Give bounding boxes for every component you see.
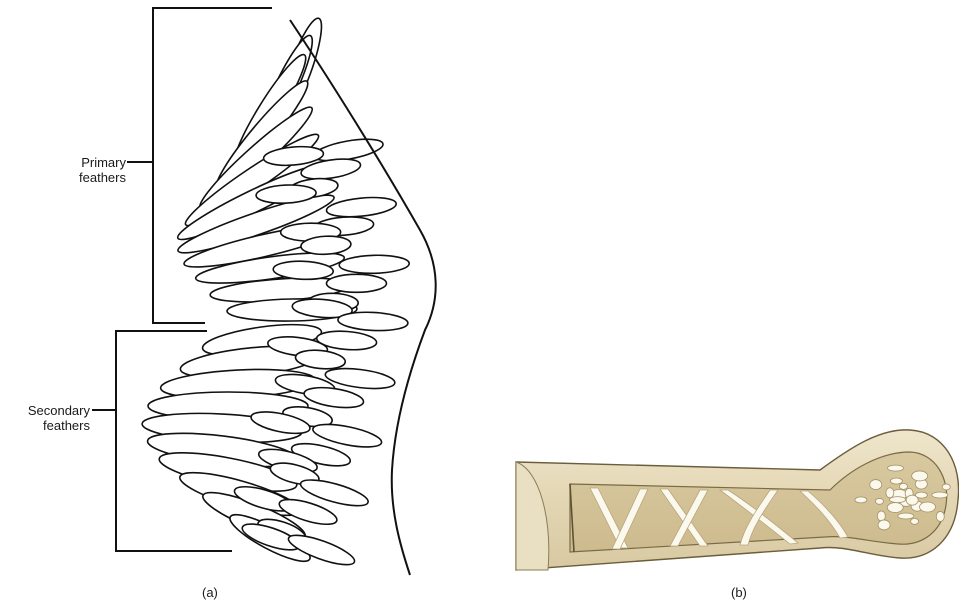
- spongy-bone-pore: [855, 497, 867, 503]
- spongy-bone-pore: [906, 495, 918, 505]
- primary-feathers-label: Primary feathers: [50, 155, 126, 185]
- spongy-bone-pore: [890, 478, 902, 484]
- spongy-bone-pore: [920, 502, 936, 512]
- secondary-feathers-label: Secondary feathers: [10, 403, 90, 433]
- spongy-bone-pore: [877, 511, 885, 521]
- panel-a-caption: (a): [202, 585, 218, 600]
- spongy-bone-pore: [899, 483, 907, 489]
- spongy-bone-pore: [942, 484, 950, 490]
- covert-feather: [303, 384, 365, 411]
- spongy-bone-pore: [887, 503, 903, 513]
- spongy-bone-pore: [878, 520, 890, 530]
- hollow-bone-illustration: [516, 430, 959, 570]
- spongy-bone-pore: [911, 518, 919, 524]
- spongy-bone-pore: [912, 471, 928, 481]
- covert-feather: [326, 195, 397, 220]
- covert-feather: [295, 348, 347, 371]
- panel-b-caption: (b): [731, 585, 747, 600]
- covert-feather: [327, 274, 387, 292]
- covert-feather: [338, 311, 409, 332]
- spongy-bone-pore: [875, 498, 883, 504]
- spongy-bone-pore: [886, 488, 894, 498]
- spongy-bone-pore: [888, 465, 904, 471]
- spongy-bone-pore: [932, 492, 948, 498]
- wing-illustration: [141, 15, 435, 575]
- covert-feather: [339, 254, 409, 274]
- spongy-bone-pore: [898, 513, 914, 519]
- spongy-bone-pore: [870, 480, 882, 490]
- spongy-bone-pore: [936, 511, 944, 521]
